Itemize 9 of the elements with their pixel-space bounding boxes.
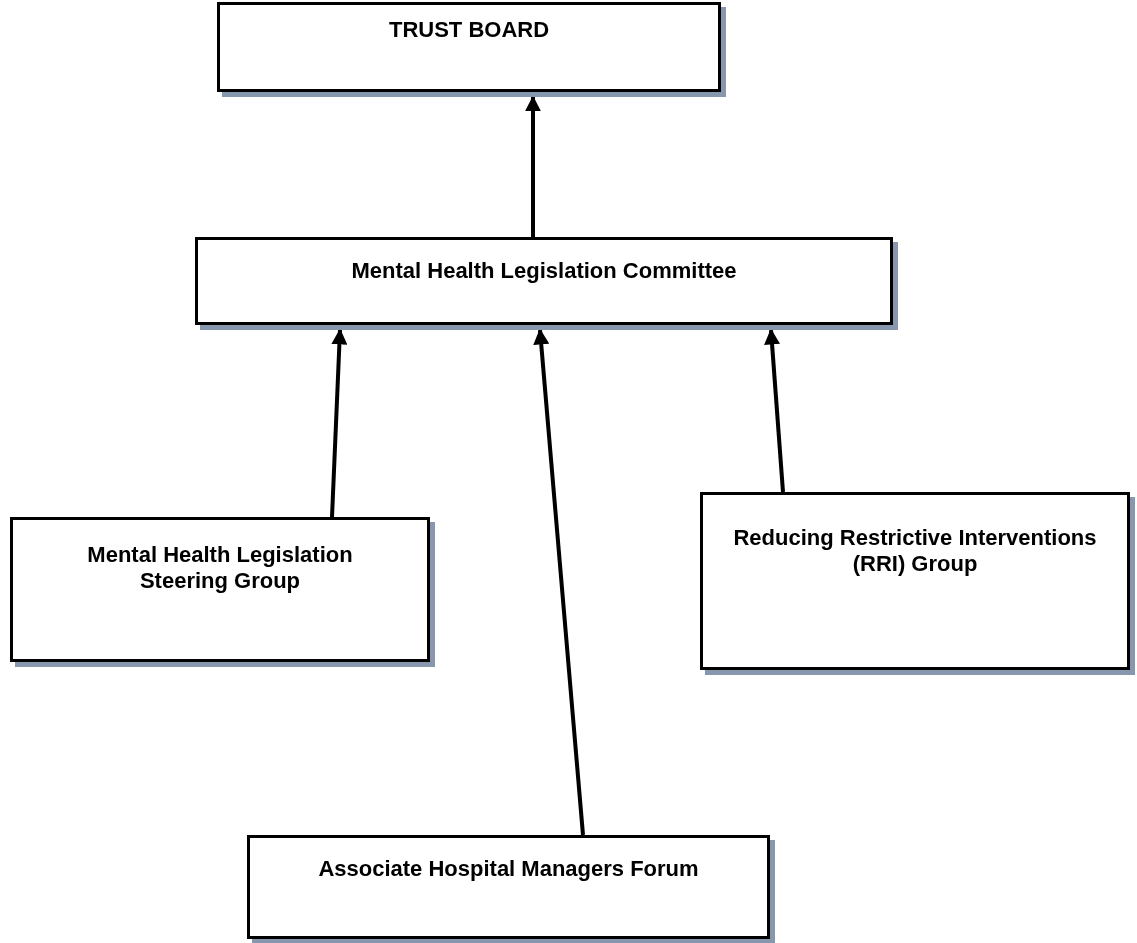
arrow: [525, 95, 541, 237]
arrow: [330, 328, 348, 518]
box-label: Associate Hospital Managers Forum: [318, 856, 699, 883]
arrow: [533, 328, 585, 836]
box-label: Mental Health Legislation Steering Group: [86, 542, 354, 595]
arrow: [764, 328, 785, 493]
box-label: TRUST BOARD: [388, 17, 550, 44]
box-label: Reducing Restrictive Interventions (RRI) Group: [732, 525, 1098, 578]
box-label: Mental Health Legislation Committee: [351, 258, 737, 285]
